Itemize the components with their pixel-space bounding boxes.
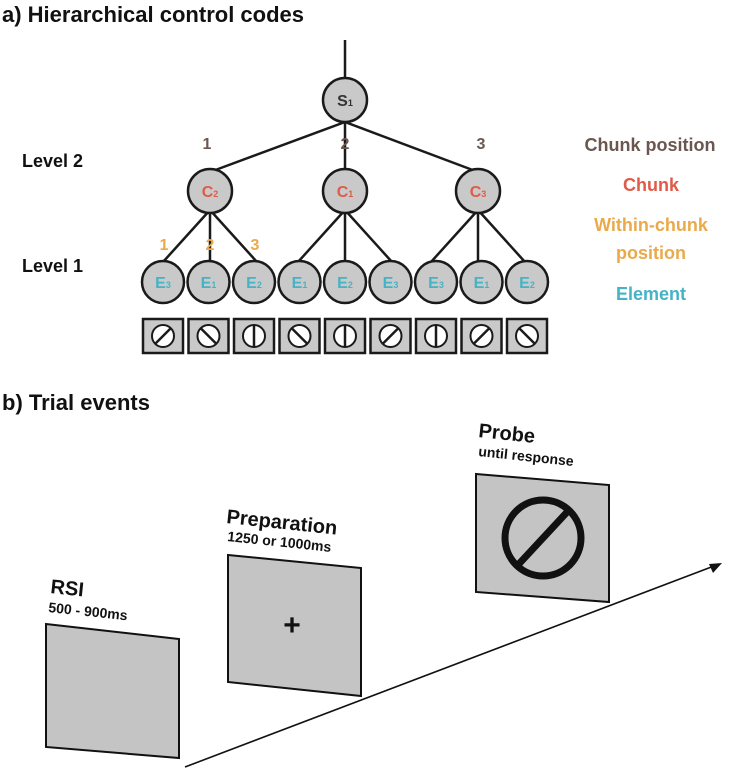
stimulus-bar	[199, 327, 218, 345]
element-node-label: E1	[292, 275, 308, 292]
element-node-label: E3	[383, 275, 399, 292]
level-2-label: Level 2	[22, 151, 83, 171]
event-rsi: RSI 500 - 900ms	[45, 576, 180, 760]
stimulus-bar	[290, 327, 309, 345]
stimulus-bar	[472, 327, 491, 345]
edge-chunk3-el3	[477, 209, 526, 263]
chunk-node-circle	[186, 167, 234, 215]
legend-chunk: Chunk	[623, 175, 680, 195]
fixation-cross: +	[283, 609, 301, 642]
preparation-screen	[227, 553, 362, 698]
within-chunk-position-number: 3	[251, 237, 260, 254]
element-node: E3	[368, 259, 413, 305]
rsi-duration: 500 - 900ms	[48, 599, 129, 623]
stimulus-box	[323, 317, 367, 355]
legend-chunk-position: Chunk position	[585, 135, 716, 155]
element-node-label: E2	[337, 275, 353, 292]
chunk-node-circle	[321, 167, 369, 215]
element-node: E2	[504, 259, 550, 305]
element-node: E3	[413, 259, 459, 305]
chunk-node-label: C1	[337, 184, 354, 201]
timeline-arrow	[184, 563, 722, 768]
rsi-screen	[45, 622, 180, 760]
panel-a-heading: a) Hierarchical control codes	[2, 2, 304, 27]
legend: Chunk position Chunk Within-chunk positi…	[585, 135, 716, 304]
chunk-node-label: C2	[202, 184, 219, 201]
stimulus-box	[414, 317, 458, 355]
stimulus-box	[369, 317, 412, 355]
stimulus-box	[505, 317, 549, 355]
stimulus-box	[141, 317, 185, 355]
stimulus-box	[187, 317, 230, 355]
element-node-circle	[504, 259, 550, 305]
edge-chunk2-el1	[297, 209, 346, 263]
chunk-nodes: C2 C1 C3	[186, 167, 502, 215]
stimulus-box	[232, 317, 276, 355]
event-preparation: + Preparation 1250 or 1000ms	[225, 506, 362, 698]
chunk-node-label: C3	[470, 184, 487, 201]
legend-within-chunk: Within-chunk	[594, 215, 709, 235]
chunk-position-number: 2	[341, 136, 350, 153]
timeline-arrowhead	[709, 563, 722, 573]
stimulus-row	[141, 317, 549, 355]
within-chunk-position-number: 2	[206, 237, 215, 254]
timeline-line	[184, 565, 715, 768]
element-node-circle	[413, 259, 459, 305]
edge-chunk2-el3	[344, 209, 393, 263]
stimulus-box	[278, 317, 321, 355]
element-node-label: E1	[474, 275, 490, 292]
element-node-label: E2	[246, 275, 262, 292]
stimulus-bar	[154, 327, 172, 345]
element-node: E3	[140, 259, 186, 305]
element-node-circle	[277, 259, 322, 305]
element-node-circle	[459, 259, 504, 305]
element-node: E1	[186, 259, 231, 305]
element-node-circle	[322, 259, 368, 305]
legend-element: Element	[616, 284, 686, 304]
probe-bar	[514, 507, 572, 569]
stimulus-bar	[518, 327, 536, 345]
edge-chunk1-el1	[162, 209, 211, 263]
legend-position: position	[616, 243, 686, 263]
edge-root-chunk-1	[209, 120, 346, 174]
within-chunk-position-number: 1	[160, 237, 169, 254]
edge-chunk1-el3	[209, 209, 258, 263]
level-1-label: Level 1	[22, 256, 83, 276]
element-node-label: E2	[519, 275, 535, 292]
rsi-title: RSI	[49, 576, 84, 601]
element-node: E1	[277, 259, 322, 305]
within-chunk-position-labels: 1 2 3	[160, 237, 260, 254]
chunk-position-number: 1	[203, 136, 212, 153]
root-node-circle	[321, 76, 369, 124]
stimulus-bar	[381, 327, 400, 345]
element-node-circle	[186, 259, 231, 305]
chunk-position-labels: 1 2 3	[203, 136, 486, 153]
root-node-label: S1	[337, 93, 353, 110]
edge-root-chunk-3	[344, 120, 479, 174]
element-node: E2	[322, 259, 368, 305]
element-node: E1	[459, 259, 504, 305]
element-node-label: E1	[201, 275, 217, 292]
edge-chunk3-el1	[430, 209, 479, 263]
chunk-node: C2	[186, 167, 234, 215]
panel-b-heading: b) Trial events	[2, 390, 150, 415]
element-nodes: E3 E1 E2 E1 E2 E3 E3 E1 E2	[140, 259, 550, 305]
event-probe: Probe until response	[475, 420, 610, 604]
element-node-label: E3	[428, 275, 444, 292]
probe-ring	[501, 496, 585, 580]
element-node-circle	[140, 259, 186, 305]
chunk-node: C1	[321, 167, 369, 215]
chunk-node: C3	[454, 167, 502, 215]
chunk-position-number: 3	[477, 136, 486, 153]
element-node-label: E3	[155, 275, 171, 292]
element-node-circle	[231, 259, 277, 305]
element-node: E2	[231, 259, 277, 305]
tree-edges	[162, 40, 526, 263]
element-node-circle	[368, 259, 413, 305]
root-node: S1	[321, 76, 369, 124]
stimulus-box	[460, 317, 503, 355]
chunk-node-circle	[454, 167, 502, 215]
